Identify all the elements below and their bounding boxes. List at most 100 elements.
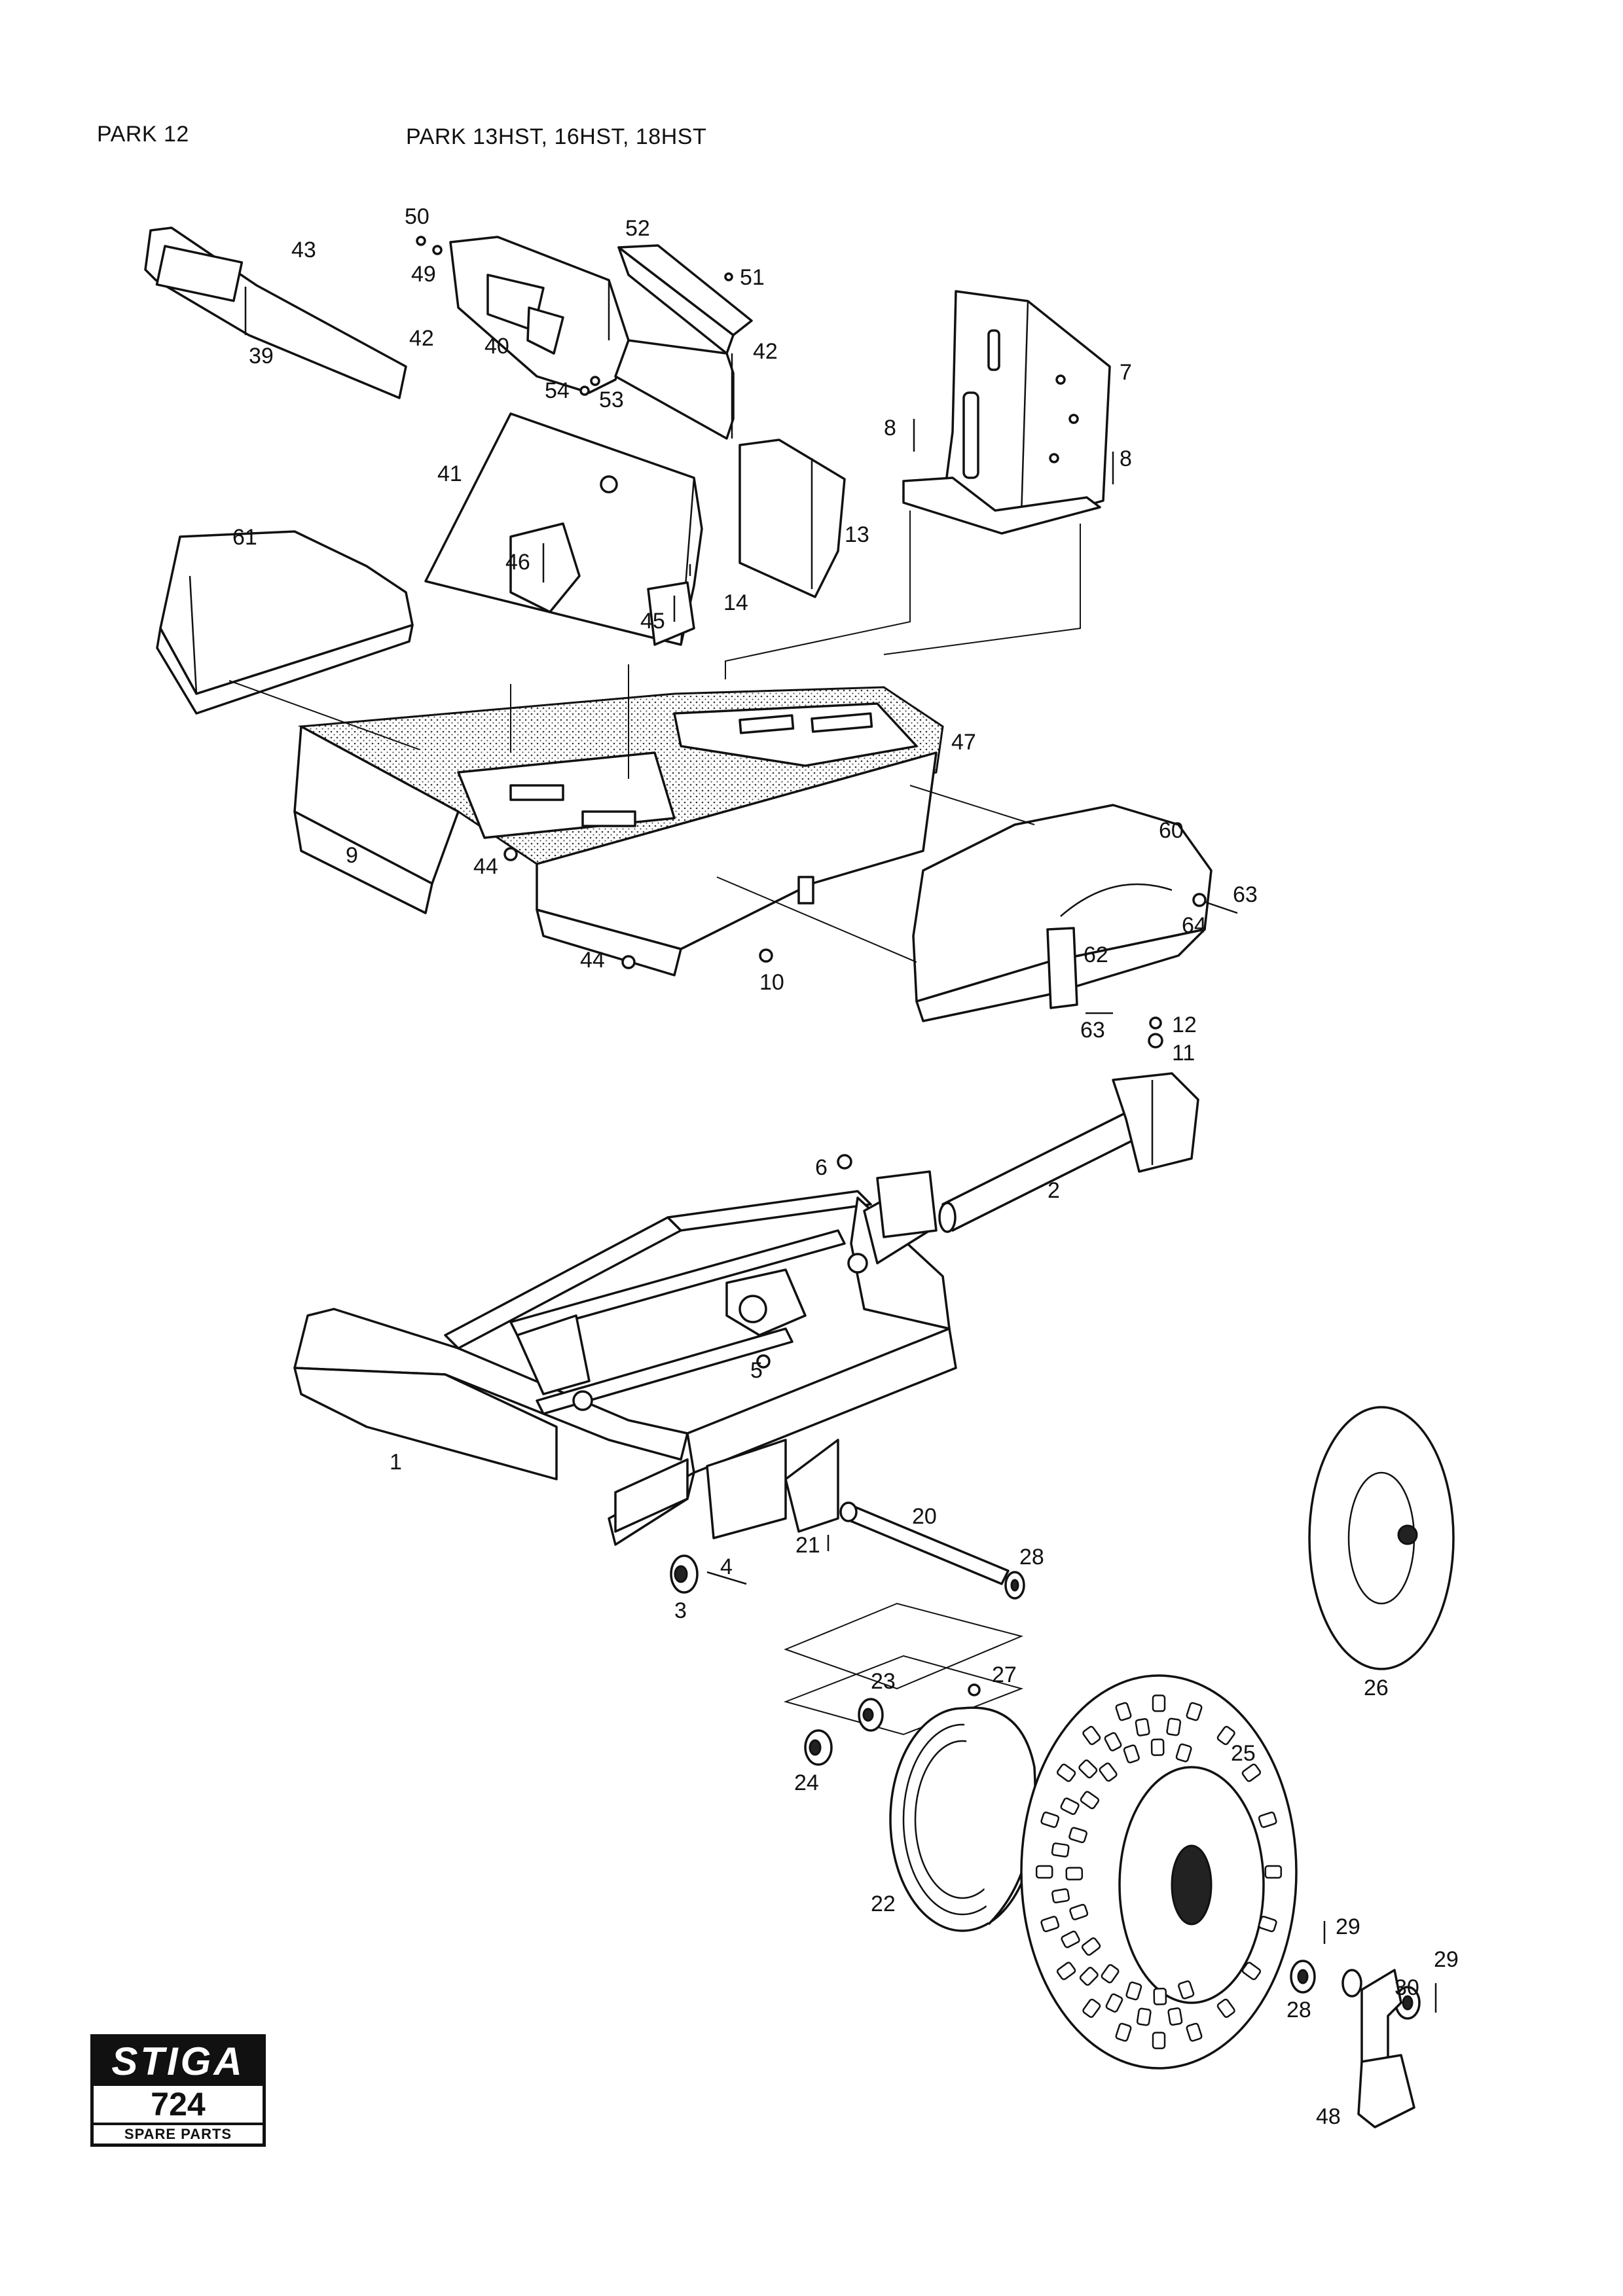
tyre-tread-block — [1105, 1993, 1123, 2013]
callout-45: 45 — [640, 609, 665, 634]
part-28-washer-b[interactable] — [1290, 1960, 1316, 1994]
callout-26: 26 — [1364, 1676, 1389, 1700]
callout-20: 20 — [912, 1504, 937, 1529]
callout-9: 9 — [346, 843, 358, 868]
assembly-lines — [228, 511, 1081, 963]
part-24-bearing[interactable] — [804, 1729, 833, 1766]
tyre-tread-block — [1065, 1867, 1084, 1881]
tyre-tread-block — [1167, 2007, 1183, 2026]
callout-21: 21 — [795, 1533, 820, 1558]
tyre-tread-block — [1175, 1743, 1192, 1763]
callout-6: 6 — [815, 1155, 828, 1180]
tyre-tread-block — [1079, 1967, 1099, 1986]
callout-62: 62 — [1084, 942, 1108, 967]
tyre-tread-block — [1068, 1827, 1087, 1844]
part-62-bracket[interactable] — [1046, 927, 1078, 1009]
part-39-cover[interactable] — [144, 226, 407, 399]
callout-42b: 42 — [753, 339, 778, 364]
logo-subtitle: SPARE PARTS — [124, 2126, 232, 2142]
tyre-tread-block — [1101, 1964, 1120, 1984]
callout-29a: 29 — [1336, 1914, 1360, 1939]
callout-61: 61 — [232, 525, 257, 550]
callout-10: 10 — [759, 970, 784, 995]
callout-46: 46 — [505, 550, 530, 575]
callout-24: 24 — [794, 1770, 819, 1795]
part-42-cover-strip[interactable] — [614, 339, 735, 440]
part-48-pedal[interactable] — [1357, 1969, 1415, 2128]
callout-47: 47 — [951, 730, 976, 755]
tyre-tread-block — [1125, 1981, 1142, 2001]
part-13-bracket[interactable] — [739, 439, 846, 598]
tyre-tread-block — [1135, 1718, 1150, 1736]
part-23-bushing[interactable] — [858, 1698, 884, 1732]
part-20-axle-pin[interactable] — [839, 1501, 1010, 1585]
tyre-tread-block — [1051, 1888, 1070, 1904]
part-2-front-axle[interactable] — [938, 1072, 1199, 1233]
callout-12: 12 — [1172, 1013, 1197, 1037]
tyre-tread-block — [1061, 1930, 1080, 1948]
tyre-tread-block — [1153, 1988, 1167, 2005]
callout-39: 39 — [249, 344, 274, 368]
callout-2: 2 — [1048, 1178, 1060, 1203]
tyre-tread-block — [1152, 2032, 1166, 2049]
part-25-tyre[interactable] — [1020, 1674, 1298, 2070]
tyre-tread-block — [1152, 1695, 1166, 1712]
part-9-footplate[interactable] — [293, 686, 944, 977]
hardware-bolts — [416, 236, 1437, 2013]
tyre-tread-block — [1178, 1980, 1195, 2000]
tyre-tread-block — [1040, 1916, 1060, 1933]
callout-22: 22 — [871, 1892, 896, 1916]
callout-63b: 63 — [1080, 1018, 1105, 1043]
part-30-washer[interactable] — [1341, 1969, 1421, 2020]
part-28-washer-a[interactable] — [1004, 1571, 1025, 1600]
tyre-tread-block — [1082, 1998, 1101, 2018]
tyre-tread-block — [1099, 1762, 1118, 1782]
tyre-tread-block — [1081, 1937, 1101, 1956]
tyre-tread-block — [1241, 1962, 1262, 1981]
tyre-tread-block — [1258, 1916, 1277, 1933]
part-1-frame[interactable] — [293, 1170, 957, 1546]
callout-14: 14 — [723, 590, 748, 615]
model-title-right: PARK 13HST, 16HST, 18HST — [406, 124, 707, 149]
assembly-guide-1 — [784, 1602, 1024, 1690]
tyre-tread-block — [1056, 1962, 1076, 1981]
tyre-tread-block — [1150, 1738, 1165, 1756]
part-40-dashboard[interactable] — [449, 236, 630, 394]
callout-41: 41 — [437, 461, 462, 486]
callout-7: 7 — [1120, 360, 1132, 385]
callout-4: 4 — [720, 1554, 733, 1579]
tyre-tread-block — [1241, 1763, 1262, 1782]
part-22-rim[interactable] — [889, 1706, 1036, 1932]
callout-43: 43 — [291, 238, 316, 262]
callout-42a: 42 — [409, 326, 434, 351]
callout-5: 5 — [750, 1358, 763, 1383]
part-7-steering-bracket[interactable] — [902, 290, 1111, 535]
part-41-panel[interactable] — [424, 412, 703, 646]
part-61-side-cover[interactable] — [156, 530, 414, 715]
callout-44a: 44 — [473, 854, 498, 879]
tyre-tread-block — [1264, 1865, 1283, 1879]
callout-54: 54 — [545, 378, 570, 403]
tyre-tread-block — [1166, 1717, 1182, 1736]
tyre-tread-block — [1056, 1763, 1076, 1782]
callout-52: 52 — [625, 216, 650, 241]
tyre-tread-block — [1258, 1811, 1277, 1828]
callout-1: 1 — [390, 1450, 402, 1475]
callout-3: 3 — [674, 1598, 687, 1623]
callout-48: 48 — [1316, 2104, 1341, 2129]
callout-44b: 44 — [580, 948, 605, 973]
tyre-tread-block — [1186, 2022, 1203, 2042]
callout-8b: 8 — [1120, 446, 1132, 471]
part-26-rear-wheel[interactable] — [1308, 1406, 1455, 1670]
tyre-tread-block — [1080, 1791, 1100, 1810]
callout-64: 64 — [1182, 913, 1207, 938]
tyre-tread-block — [1186, 1702, 1203, 1721]
part-3-bushing[interactable] — [670, 1554, 747, 1594]
part-52-panel[interactable] — [617, 244, 753, 355]
tyre-tread-block — [1216, 1725, 1235, 1746]
tyre-tread-block — [1216, 1998, 1235, 2018]
tyre-tread-block — [1123, 1744, 1140, 1764]
callouts: 1 2 3 4 5 6 7 8 8 9 10 11 12 13 14 20 21… — [232, 204, 1459, 2129]
callout-60: 60 — [1159, 818, 1184, 843]
callout-53: 53 — [599, 387, 624, 412]
